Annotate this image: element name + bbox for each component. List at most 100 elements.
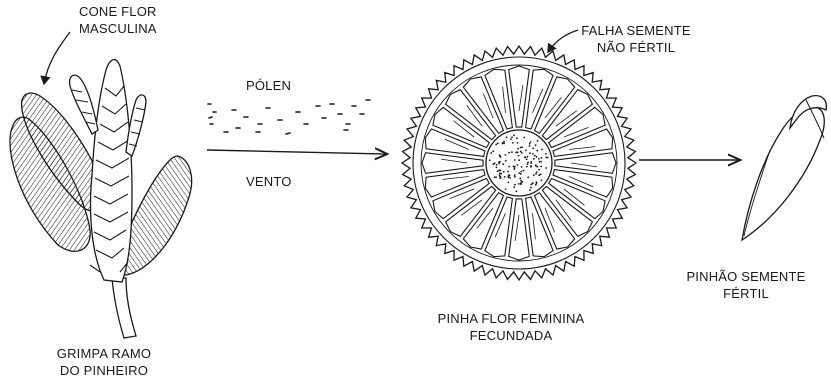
stipple-dot	[520, 171, 522, 173]
stipple-dot	[536, 156, 538, 158]
stipple-dot	[504, 176, 506, 178]
stipple-dot	[540, 161, 542, 163]
stipple-dot	[509, 175, 511, 177]
stipple-dot	[535, 184, 537, 186]
stipple-dot	[518, 155, 520, 157]
stipple-dot	[534, 155, 536, 157]
stipple-dot	[538, 174, 540, 176]
label-cone-flor: CONE FLOR MASCULINA	[79, 3, 157, 37]
stipple-dot	[499, 172, 501, 174]
stipple-dot	[516, 190, 518, 192]
stipple-dot	[545, 153, 547, 155]
stipple-dot	[517, 164, 519, 166]
stipple-dot	[513, 186, 515, 188]
stipple-dot	[502, 143, 504, 145]
stipple-dot	[495, 144, 497, 146]
grimpa-branch-illustration	[10, 60, 192, 338]
stipple-dot	[540, 166, 542, 168]
stipple-dot	[535, 173, 537, 175]
stipple-dot	[541, 180, 543, 182]
stipple-dot	[527, 163, 529, 165]
stipple-dot	[523, 170, 525, 172]
stipple-dot	[503, 171, 505, 173]
stipple-dot	[513, 134, 515, 136]
label-pinhao: PINHÃO SEMENTE FÉRTIL	[676, 268, 816, 302]
label-pinha-line1: PINHA FLOR FEMININA	[426, 310, 596, 327]
stipple-dot	[529, 145, 531, 147]
stipple-dot	[530, 141, 532, 143]
label-falha: FALHA SEMENTE NÃO FÉRTIL	[575, 22, 697, 56]
stipple-dot	[520, 180, 522, 182]
stipple-dot	[520, 151, 522, 153]
stipple-dot	[541, 149, 543, 151]
stipple-dot	[500, 176, 502, 178]
stipple-dot	[536, 171, 538, 173]
label-cone-flor-line2: MASCULINA	[79, 20, 157, 37]
stipple-dot	[514, 176, 516, 178]
stipple-dot	[535, 144, 537, 146]
stipple-dot	[532, 153, 534, 155]
stipple-dot	[526, 166, 528, 168]
label-falha-line1: FALHA SEMENTE	[575, 22, 697, 39]
stipple-dot	[536, 150, 538, 152]
stipple-dot	[536, 182, 538, 184]
stipple-dot	[527, 176, 529, 178]
stipple-dot	[545, 157, 547, 159]
stipple-dot	[509, 177, 511, 179]
stipple-dot	[538, 158, 540, 160]
stipple-dot	[545, 167, 547, 169]
stipple-dot	[497, 143, 499, 145]
stipple-dot	[489, 159, 491, 161]
stipple-dot	[505, 154, 507, 156]
label-grimpa-line2: DO PINHEIRO	[44, 362, 164, 379]
stipple-dot	[508, 166, 510, 168]
stipple-dot	[520, 147, 522, 149]
label-vento: VENTO	[246, 173, 292, 190]
stipple-dot	[507, 171, 509, 173]
stipple-dot	[499, 155, 501, 157]
stipple-dot	[537, 166, 539, 168]
stipple-dot	[510, 138, 512, 140]
stipple-dot	[506, 136, 508, 138]
stipple-dot	[519, 178, 521, 180]
stipple-dot	[511, 136, 513, 138]
stipple-dot	[524, 156, 526, 158]
stipple-dot	[533, 158, 535, 160]
stipple-dot	[514, 166, 516, 168]
stipple-dot	[505, 188, 507, 190]
label-pinha: PINHA FLOR FEMININA FECUNDADA	[426, 310, 596, 344]
stipple-dot	[507, 182, 509, 184]
stipple-dot	[495, 176, 497, 178]
stipple-dot	[511, 151, 513, 153]
stipple-dot	[520, 183, 522, 185]
label-falha-line2: NÃO FÉRTIL	[575, 39, 697, 56]
cone-pointer-arrow	[44, 32, 70, 84]
stipple-dot	[541, 157, 543, 159]
stipple-dot	[503, 141, 505, 143]
stipple-dot	[529, 189, 531, 191]
label-polen: PÓLEN	[246, 77, 291, 94]
label-pinhao-line1: PINHÃO SEMENTE	[676, 268, 816, 285]
stipple-dot	[492, 150, 494, 152]
stipple-dot	[520, 173, 522, 175]
stipple-dot	[514, 184, 516, 186]
label-grimpa-line1: GRIMPA RAMO	[44, 345, 164, 362]
stipple-dot	[517, 148, 519, 150]
label-grimpa: GRIMPA RAMO DO PINHEIRO	[44, 345, 164, 379]
pollen-grains	[208, 100, 370, 134]
stipple-dot	[530, 184, 532, 186]
stipple-dot	[527, 156, 529, 158]
stipple-dot	[529, 152, 531, 154]
stipple-dot	[527, 162, 529, 164]
stipple-dot	[502, 163, 504, 165]
stipple-dot	[518, 183, 520, 185]
stipple-dot	[521, 152, 523, 154]
branch-stem	[112, 278, 136, 338]
stipple-dot	[530, 165, 532, 167]
pinha-center	[486, 130, 552, 196]
pinha-illustration	[402, 46, 636, 280]
stipple-dot	[532, 182, 534, 184]
stipple-dot	[517, 142, 519, 144]
